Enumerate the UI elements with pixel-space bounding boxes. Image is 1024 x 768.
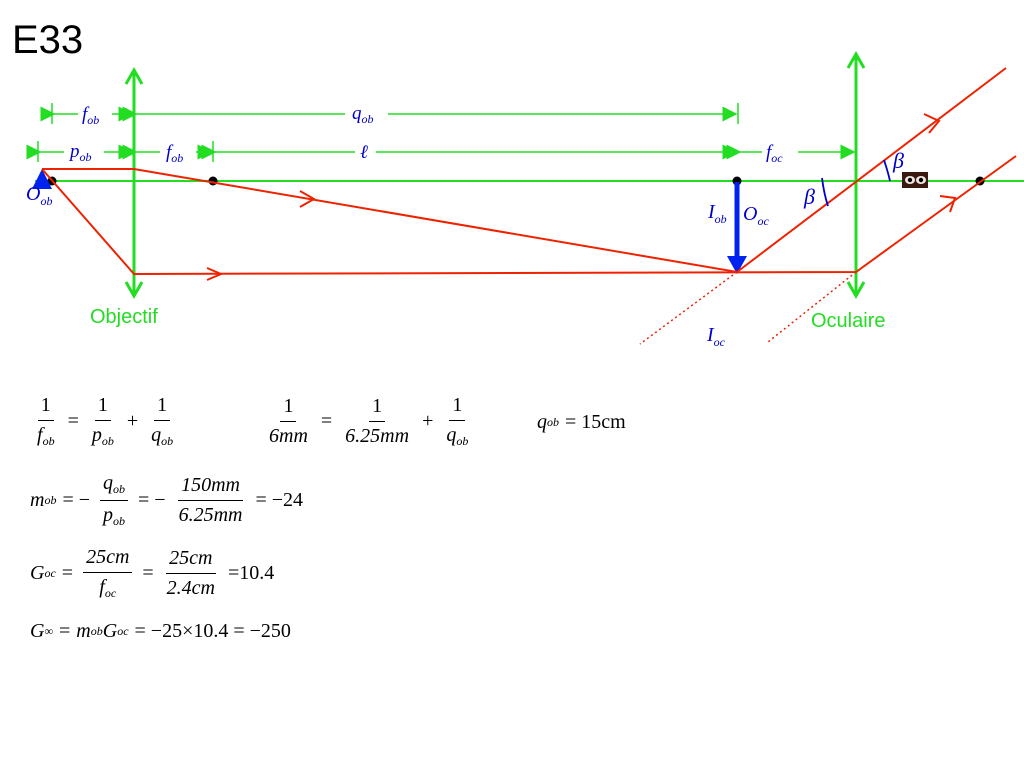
ray-paths: [41, 67, 1017, 276]
ray-direction-arrows: [206, 113, 957, 281]
label-oculaire: Oculaire: [811, 310, 885, 332]
objective-lens: [124, 66, 144, 300]
dim-q-ob: [122, 103, 739, 124]
angle-arc-right: [883, 159, 891, 182]
label-O-oc: Ooc: [743, 203, 769, 228]
label-objectif: Objectif: [90, 306, 158, 328]
label-f-ob-top: fob: [82, 104, 99, 127]
label-ell: ℓ: [360, 142, 368, 163]
label-f-ob-bottom: fob: [166, 142, 183, 165]
slide-title: E33: [12, 18, 84, 62]
label-I-oc: Ioc: [706, 324, 726, 349]
eyepiece-lens: [846, 50, 866, 300]
label-q-ob: qob: [352, 103, 374, 126]
eye-icon: [902, 172, 928, 188]
label-p-ob: pob: [68, 141, 92, 164]
optics-diagram: fob qob pob fob ℓ foc β β Oob Io: [26, 50, 1024, 349]
angle-arc-left: [821, 177, 829, 207]
intermediate-image-arrowhead: [727, 256, 747, 274]
label-I-ob: Iob: [707, 201, 727, 226]
label-O-ob: Oob: [26, 183, 52, 208]
label-beta-right: β: [892, 148, 904, 173]
label-beta-left: β: [803, 184, 815, 209]
label-f-oc: foc: [766, 142, 783, 165]
virtual-ray-extensions: [639, 271, 857, 345]
